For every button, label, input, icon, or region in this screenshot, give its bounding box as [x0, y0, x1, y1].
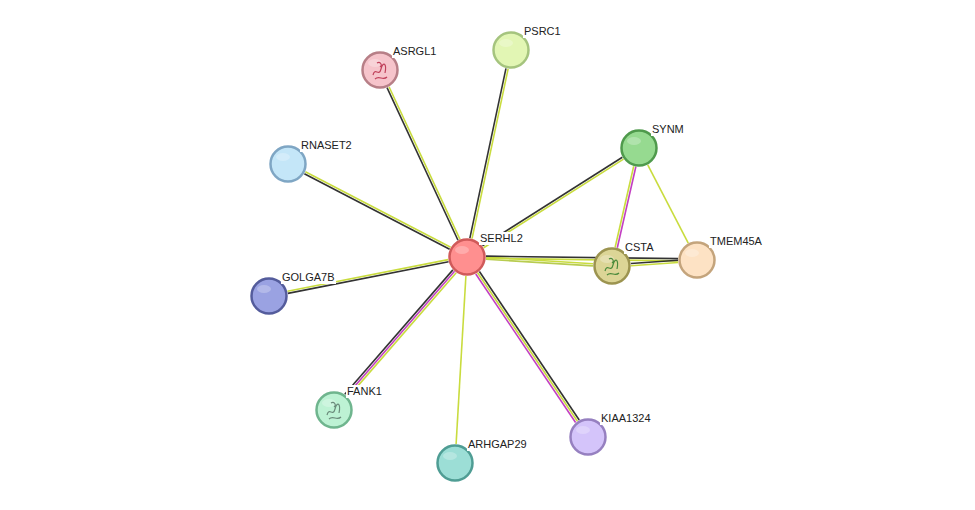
- interaction-edge: [615, 166, 636, 247]
- interaction-edge: [631, 260, 678, 266]
- protein-node: ARHGAP29: [436, 444, 474, 482]
- node-label: KIAA1324: [600, 412, 652, 425]
- protein-node: RNASET2: [269, 145, 307, 183]
- evidence-line: [476, 274, 576, 422]
- interaction-edge: [648, 165, 689, 243]
- node-label: PSRC1: [523, 25, 562, 38]
- evidence-line: [615, 166, 634, 247]
- protein-node: PSRC1: [492, 31, 530, 69]
- interaction-edge: [470, 68, 508, 238]
- interaction-edge: [486, 256, 678, 261]
- interaction-edge: [476, 272, 579, 423]
- structure-glyph: [605, 258, 619, 275]
- evidence-line: [348, 273, 456, 397]
- node-label: RNASET2: [300, 139, 353, 152]
- evidence-line: [478, 273, 578, 421]
- protein-node: KIAA1324: [569, 418, 607, 456]
- evidence-line: [387, 88, 458, 241]
- protein-node: TMEM45A: [678, 241, 716, 279]
- interaction-edge: [387, 87, 460, 240]
- node-label: GOLGA7B: [281, 271, 336, 284]
- protein-node: ASRGL1: [361, 51, 399, 89]
- evidence-line: [479, 272, 579, 420]
- evidence-line: [304, 174, 449, 249]
- evidence-line: [631, 262, 678, 265]
- node-label: CSTA: [624, 241, 655, 254]
- interaction-edge: [304, 172, 450, 249]
- protein-node: SERHL2: [448, 238, 486, 276]
- structure-glyph: [327, 402, 341, 419]
- node-label: ASRGL1: [392, 45, 437, 58]
- protein-node: SYNM: [620, 129, 658, 167]
- evidence-line: [472, 69, 508, 239]
- evidence-line: [648, 165, 689, 243]
- protein-node: CSTA: [593, 247, 631, 285]
- node-label: ARHGAP29: [467, 438, 528, 451]
- protein-node: FANK1: [315, 391, 353, 429]
- evidence-line: [305, 172, 450, 247]
- interaction-edge: [345, 270, 456, 397]
- evidence-line: [389, 87, 460, 240]
- node-label: SERHL2: [479, 232, 524, 245]
- evidence-line: [470, 68, 506, 238]
- evidence-line: [486, 258, 678, 261]
- protein-node: GOLGA7B: [250, 277, 288, 315]
- evidence-line: [617, 167, 636, 248]
- structure-glyph: [373, 62, 387, 79]
- evidence-line: [456, 276, 466, 444]
- node-label: TMEM45A: [709, 235, 763, 248]
- interaction-edge: [456, 276, 466, 444]
- evidence-line: [345, 270, 453, 394]
- evidence-line: [346, 271, 454, 395]
- node-label: SYNM: [651, 123, 685, 136]
- node-label: FANK1: [346, 385, 383, 398]
